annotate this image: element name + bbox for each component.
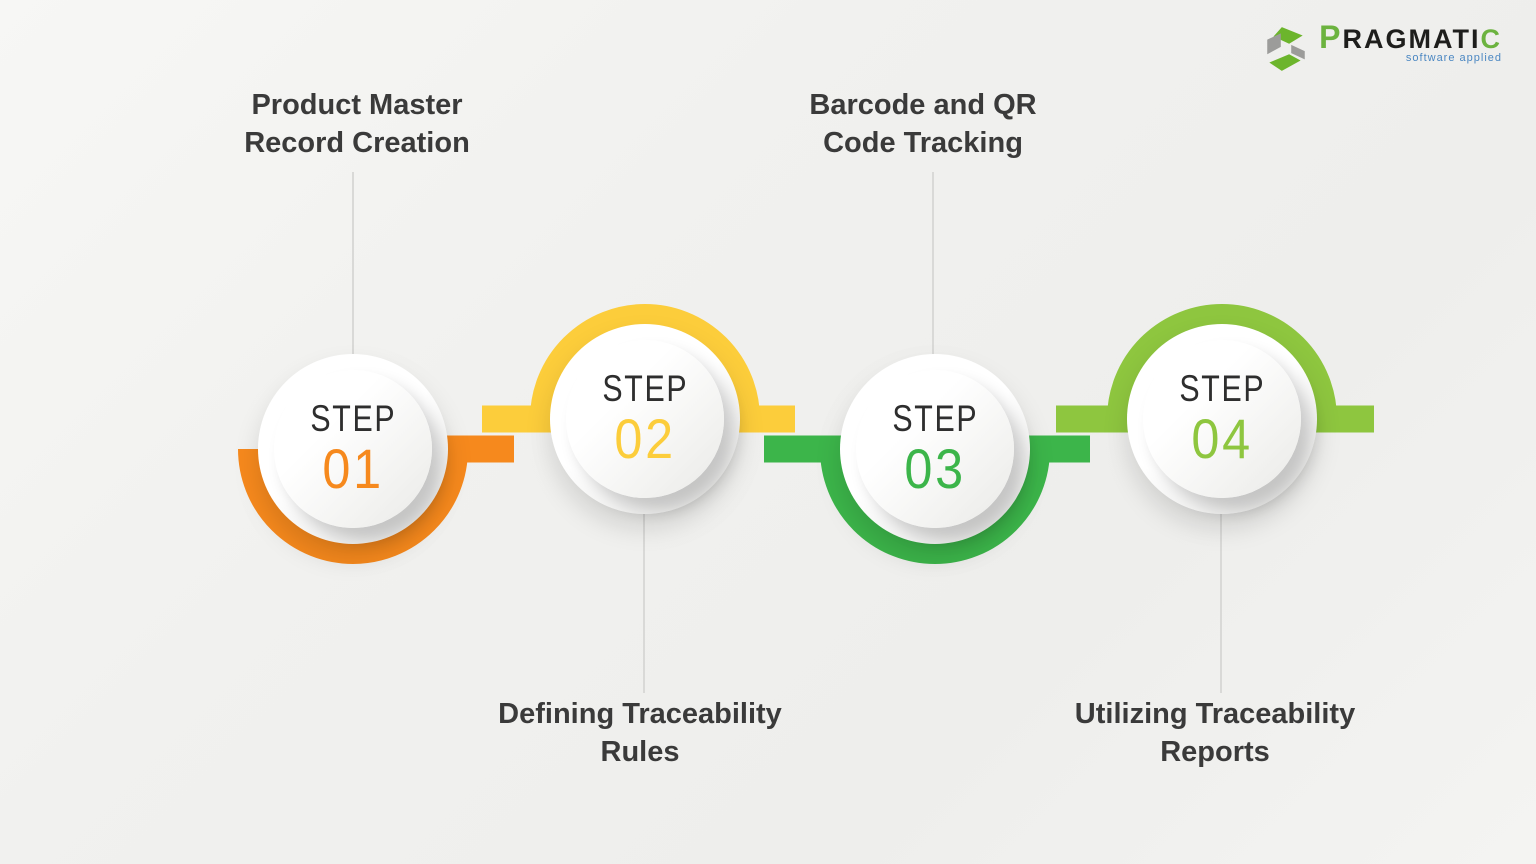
step2-title-line1: Defining Traceability bbox=[498, 698, 782, 730]
step1-circle: STEP 01 bbox=[258, 354, 448, 544]
step3-title-line2: Code Tracking bbox=[823, 127, 1023, 159]
step2-circle-face: STEP 02 bbox=[566, 340, 724, 498]
connector-line-step3 bbox=[932, 172, 934, 354]
step4-circle-face: STEP 04 bbox=[1143, 340, 1301, 498]
step3-title-line1: Barcode and QR bbox=[809, 89, 1037, 121]
step4-circle: STEP 04 bbox=[1127, 324, 1317, 514]
step1-title-line2: Record Creation bbox=[244, 127, 470, 159]
brand-final: C bbox=[1480, 24, 1502, 54]
step1-title: Product Master Record Creation bbox=[117, 86, 597, 162]
step4-number: 04 bbox=[1191, 407, 1253, 470]
logo-text: PRAGMATIC software applied bbox=[1319, 19, 1502, 64]
step3-title: Barcode and QR Code Tracking bbox=[683, 86, 1163, 162]
step4-title-line2: Reports bbox=[1160, 736, 1270, 768]
step2-number: 02 bbox=[614, 407, 676, 470]
step2-word: STEP bbox=[602, 368, 688, 409]
step4-word: STEP bbox=[1179, 368, 1265, 409]
step3-circle-face: STEP 03 bbox=[856, 370, 1014, 528]
brand-initial: P bbox=[1319, 19, 1343, 55]
brand-wordmark: PRAGMATIC bbox=[1319, 19, 1502, 55]
connector-line-step2 bbox=[643, 513, 645, 693]
step1-arc bbox=[238, 435, 514, 564]
step4-arc bbox=[1056, 304, 1374, 433]
step2-title-line2: Rules bbox=[600, 736, 680, 768]
brand-middle: RAGMATI bbox=[1342, 24, 1481, 54]
step2-arc bbox=[482, 304, 795, 433]
step1-number: 01 bbox=[322, 437, 384, 500]
step3-word: STEP bbox=[892, 398, 978, 439]
step4-title: Utilizing Traceability Reports bbox=[975, 695, 1455, 771]
step1-word: STEP bbox=[310, 398, 396, 439]
step4-title-line1: Utilizing Traceability bbox=[1074, 698, 1356, 730]
logo: PRAGMATIC software applied bbox=[1261, 19, 1502, 74]
step2-circle: STEP 02 bbox=[550, 324, 740, 514]
step1-circle-face: STEP 01 bbox=[274, 370, 432, 528]
step2-title: Defining Traceability Rules bbox=[400, 695, 880, 771]
step3-arc bbox=[764, 435, 1090, 564]
logo-icon bbox=[1267, 27, 1305, 71]
step3-circle: STEP 03 bbox=[840, 354, 1030, 544]
step1-title-line1: Product Master bbox=[251, 89, 463, 121]
step3-number: 03 bbox=[904, 437, 966, 500]
brand-tagline: software applied bbox=[1405, 52, 1502, 64]
connector-line-step1 bbox=[352, 172, 354, 354]
connector-line-step4 bbox=[1220, 513, 1222, 693]
